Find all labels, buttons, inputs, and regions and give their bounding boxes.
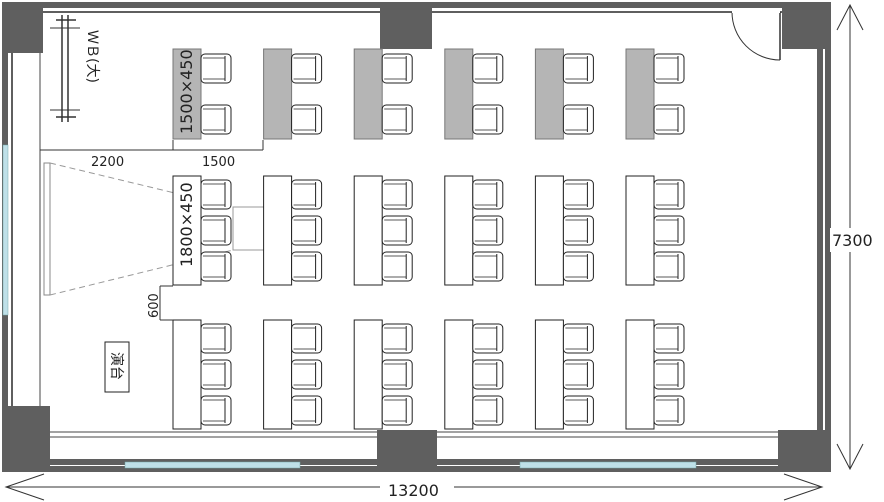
front-chair-3-a bbox=[381, 323, 413, 354]
middle-desk-6 bbox=[625, 175, 655, 286]
furniture bbox=[172, 48, 685, 430]
back-chair-3-a bbox=[381, 53, 413, 84]
front-desk-5 bbox=[534, 319, 564, 430]
front-chair-3-c bbox=[381, 395, 413, 426]
middle-desk-4 bbox=[444, 175, 474, 286]
front-chair-4-b bbox=[472, 359, 504, 390]
dim-7300: 7300 bbox=[832, 231, 873, 250]
middle-chair-1-b bbox=[200, 215, 232, 246]
desk-back-size-label: 1500×450 bbox=[177, 49, 196, 134]
back-chair-5-b bbox=[562, 104, 594, 135]
middle-chair-3-c bbox=[381, 251, 413, 282]
back-chair-1-a bbox=[200, 53, 232, 84]
desk-front-size-label: 1800×450 bbox=[177, 182, 196, 267]
window-bottom-right bbox=[519, 461, 697, 469]
front-chair-2-a bbox=[291, 323, 323, 354]
back-chair-6-b bbox=[653, 104, 685, 135]
dim-600: 600 bbox=[147, 293, 162, 318]
front-chair-4-a bbox=[472, 323, 504, 354]
front-chair-5-b bbox=[562, 359, 594, 390]
projector bbox=[232, 206, 268, 251]
front-desk-6 bbox=[625, 319, 655, 430]
dim-2200: 2200 bbox=[91, 155, 124, 170]
middle-chair-3-a bbox=[381, 179, 413, 210]
column-bottom-left bbox=[3, 406, 50, 471]
middle-chair-2-c bbox=[291, 251, 323, 282]
dim-13200: 13200 bbox=[388, 481, 439, 500]
windows bbox=[2, 144, 697, 469]
back-desk-1 bbox=[172, 48, 202, 140]
front-chair-6-c bbox=[653, 395, 685, 426]
back-desk-4 bbox=[444, 48, 474, 140]
front-chair-5-a bbox=[562, 323, 594, 354]
front-chair-2-c bbox=[291, 395, 323, 426]
front-chair-1-b bbox=[200, 359, 232, 390]
middle-desk-3 bbox=[353, 175, 383, 286]
projection-screen bbox=[43, 162, 268, 296]
back-chair-3-b bbox=[381, 104, 413, 135]
column-top-right bbox=[782, 5, 828, 49]
middle-chair-2-a bbox=[291, 179, 323, 210]
front-desk-3 bbox=[353, 319, 383, 430]
front-chair-5-c bbox=[562, 395, 594, 426]
room-walls bbox=[2, 2, 831, 472]
dim-whiteboard-offset: 2200 1500 bbox=[40, 140, 264, 170]
podium-label: 演台 bbox=[108, 352, 124, 380]
front-chair-1-c bbox=[200, 395, 232, 426]
middle-chair-2-b bbox=[291, 215, 323, 246]
window-bottom-left bbox=[124, 461, 301, 469]
middle-chair-6-b bbox=[653, 215, 685, 246]
middle-desk-1 bbox=[172, 175, 202, 286]
middle-chair-3-b bbox=[381, 215, 413, 246]
back-desk-5 bbox=[534, 48, 564, 140]
dim-1500: 1500 bbox=[202, 155, 235, 170]
back-chair-5-a bbox=[562, 53, 594, 84]
back-desk-6 bbox=[625, 48, 655, 140]
front-chair-6-b bbox=[653, 359, 685, 390]
middle-chair-4-b bbox=[472, 215, 504, 246]
middle-chair-1-a bbox=[200, 179, 232, 210]
back-desk-2 bbox=[263, 48, 293, 140]
middle-chair-6-a bbox=[653, 179, 685, 210]
column-top-middle bbox=[380, 5, 432, 49]
front-desk-4 bbox=[444, 319, 474, 430]
column-top-left bbox=[3, 3, 43, 53]
column-bottom-right bbox=[778, 430, 828, 471]
back-chair-4-b bbox=[472, 104, 504, 135]
back-chair-2-b bbox=[291, 104, 323, 135]
middle-desk-2 bbox=[263, 175, 293, 286]
column-bottom-middle bbox=[377, 430, 437, 471]
middle-desk-5 bbox=[534, 175, 564, 286]
back-desk-3 bbox=[353, 48, 383, 140]
whiteboard: ＷＢ(大) bbox=[50, 15, 100, 122]
front-desk-2 bbox=[263, 319, 293, 430]
back-chair-2-a bbox=[291, 53, 323, 84]
middle-chair-4-c bbox=[472, 251, 504, 282]
dim-aisle: 600 bbox=[147, 285, 173, 321]
door bbox=[731, 11, 781, 61]
middle-chair-5-a bbox=[562, 179, 594, 210]
front-chair-4-c bbox=[472, 395, 504, 426]
front-chair-1-a bbox=[200, 323, 232, 354]
middle-chair-1-c bbox=[200, 251, 232, 282]
back-chair-6-a bbox=[653, 53, 685, 84]
front-chair-2-b bbox=[291, 359, 323, 390]
dim-total-width: 13200 bbox=[4, 473, 824, 501]
middle-chair-6-c bbox=[653, 251, 685, 282]
whiteboard-label: ＷＢ(大) bbox=[84, 30, 100, 83]
middle-chair-4-a bbox=[472, 179, 504, 210]
middle-chair-5-b bbox=[562, 215, 594, 246]
back-chair-1-b bbox=[200, 104, 232, 135]
back-chair-4-a bbox=[472, 53, 504, 84]
window-left bbox=[2, 144, 9, 316]
front-chair-3-b bbox=[381, 359, 413, 390]
middle-chair-5-c bbox=[562, 251, 594, 282]
dim-total-height: 7300 bbox=[830, 3, 882, 471]
front-desk-1 bbox=[172, 319, 202, 430]
podium: 演台 bbox=[104, 341, 130, 393]
front-chair-6-a bbox=[653, 323, 685, 354]
